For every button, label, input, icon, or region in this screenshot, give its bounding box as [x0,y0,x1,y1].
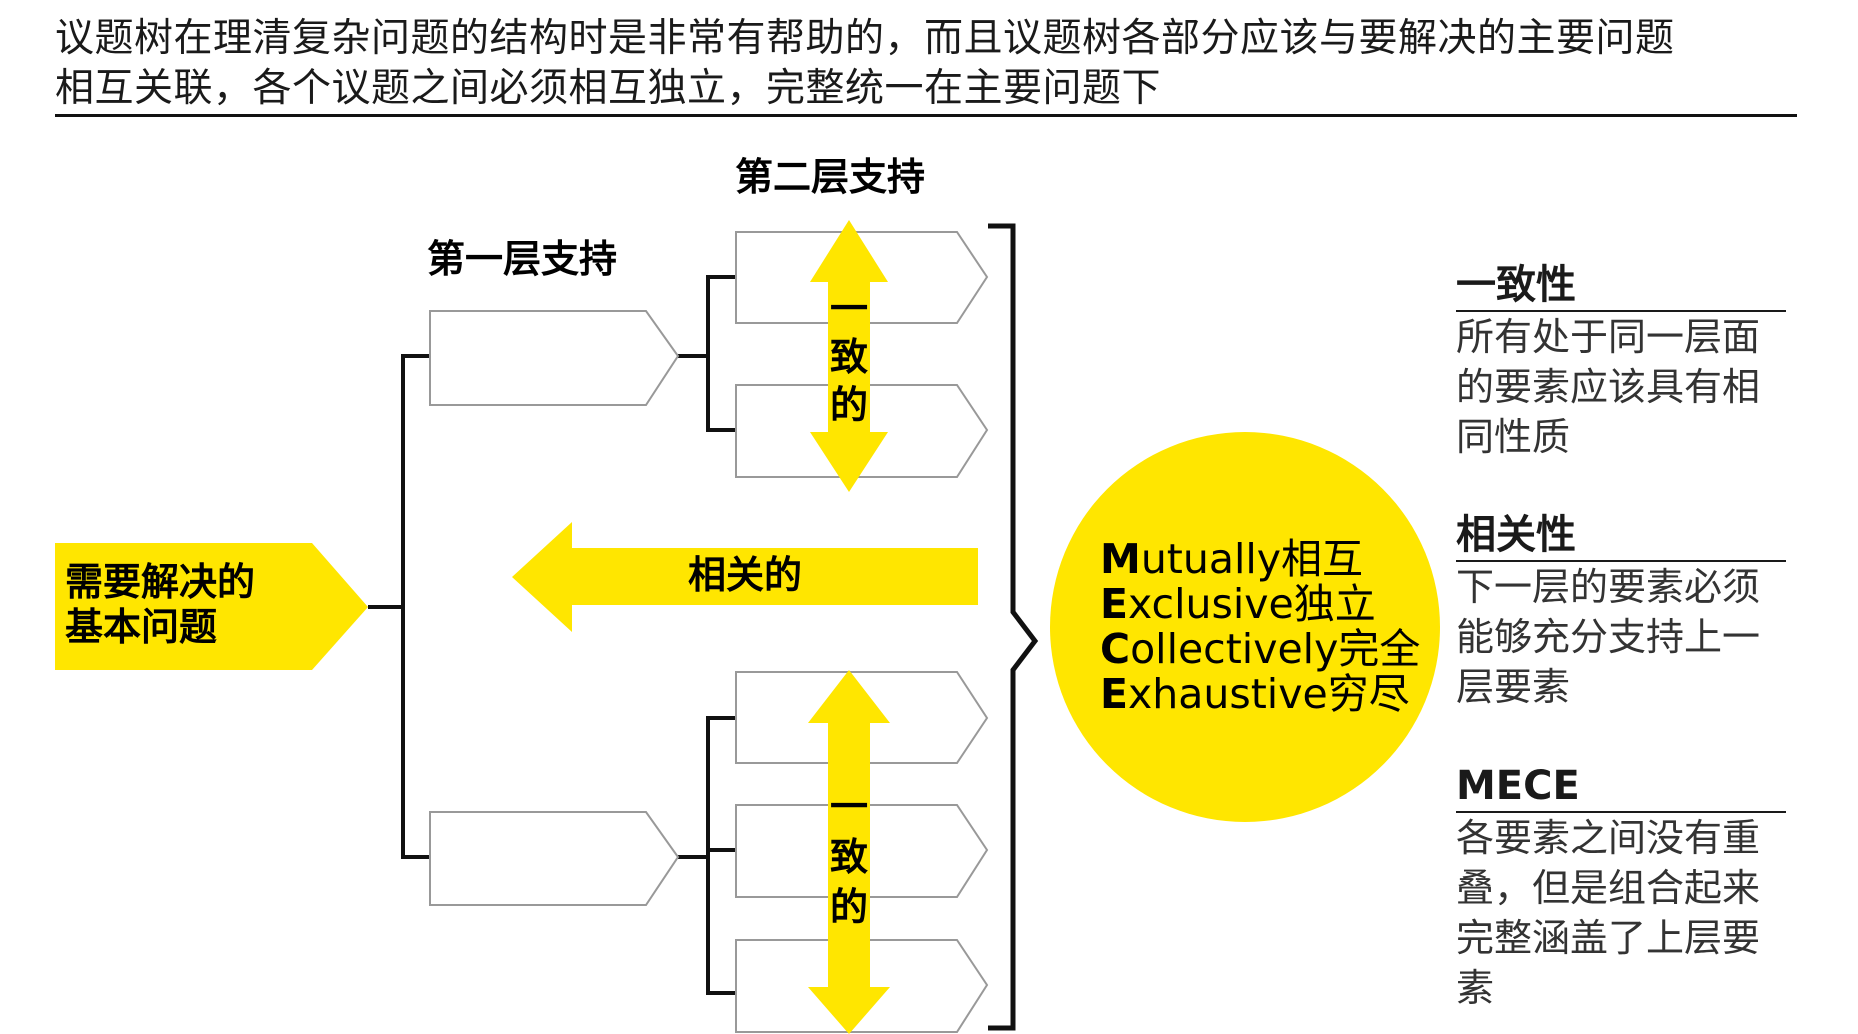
root-text-line-1: 需要解决的 [65,560,255,604]
root-text-line-2: 基本问题 [65,605,217,649]
header-line-2: 相互关联，各个议题之间必须相互独立，完整统一在主要问题下 [55,66,1162,111]
sidebar-relevance-line: 下一层的要素必须 [1456,565,1761,609]
sidebar-consistency-line: 的要素应该具有相 [1456,365,1761,409]
sidebar-consistency-body: 所有处于同一层面 的要素应该具有相 同性质 [1456,312,1786,462]
sidebar-mece-line: 完整涵盖了上层要 [1456,916,1761,960]
sidebar-mece-title: MECE [1456,763,1786,813]
header-rule [55,114,1797,117]
header-line-1: 议题树在理清复杂问题的结构时是非常有帮助的，而且议题树各部分应该与要解决的主要问… [55,16,1675,61]
mece-line-4: Exhaustive穷尽 [1100,670,1410,718]
sidebar-relevance-body: 下一层的要素必须 能够充分支持上一 层要素 [1456,562,1786,712]
consistency-top-char-2: 致 [830,335,868,379]
header: 议题树在理清复杂问题的结构时是非常有帮助的，而且议题树各部分应该与要解决的主要问… [55,14,1795,114]
relevance-arrow-label: 相关的 [688,553,802,597]
sidebar-consistency: 一致性 所有处于同一层面 的要素应该具有相 同性质 [1456,262,1786,462]
consistency-arrow-top [810,220,888,492]
sidebar-mece-line: 素 [1456,966,1495,1010]
consistency-bottom-char-1: 一 [830,785,868,829]
sidebar-relevance-line: 能够充分支持上一 [1456,615,1761,659]
mece-line-2: Exclusive独立 [1100,580,1376,628]
level1-node-upper [429,310,680,406]
relevance-arrow [512,522,978,632]
sidebar-relevance: 相关性 下一层的要素必须 能够充分支持上一 层要素 [1456,512,1786,712]
mece-line-3: Collectively完全 [1100,625,1420,673]
consistency-arrow-bottom [808,670,890,1034]
sidebar-mece-body: 各要素之间没有重 叠，但是组合起来 完整涵盖了上层要 素 [1456,813,1786,1013]
level1-node-lower [429,811,680,906]
sidebar-consistency-title: 一致性 [1456,262,1786,312]
consistency-bottom-char-2: 致 [830,835,868,879]
sidebar-consistency-line: 所有处于同一层面 [1456,315,1761,359]
mece-line-1: Mutually相互 [1100,535,1363,583]
mece-circle [1050,432,1440,822]
sidebar-mece: MECE 各要素之间没有重 叠，但是组合起来 完整涵盖了上层要 素 [1456,763,1786,1013]
sidebar-mece-line: 各要素之间没有重 [1456,816,1761,860]
right-brace [988,223,1039,1031]
connectors [368,275,736,995]
sidebar-relevance-line: 层要素 [1456,665,1571,709]
consistency-bottom-char-3: 的 [830,885,868,929]
consistency-top-char-1: 一 [830,287,868,331]
sidebar-relevance-title: 相关性 [1456,512,1786,562]
level2-label: 第二层支持 [735,155,925,199]
sidebar-consistency-line: 同性质 [1456,415,1571,459]
consistency-top-char-3: 的 [830,383,868,427]
root-node [55,543,368,670]
level1-label: 第一层支持 [427,237,617,281]
sidebar-mece-line: 叠，但是组合起来 [1456,866,1761,910]
